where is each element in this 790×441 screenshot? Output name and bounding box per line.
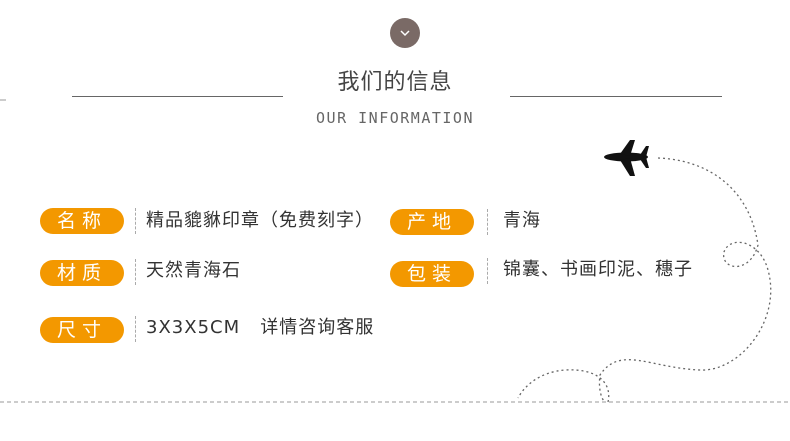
value-material: 天然青海石 (146, 260, 241, 281)
separator (487, 209, 488, 235)
separator (135, 316, 136, 342)
label-name: 名称 (40, 208, 124, 234)
scroll-down-button[interactable] (390, 18, 420, 48)
section-subtitle: OUR INFORMATION (316, 109, 474, 127)
divider-right (510, 96, 722, 97)
value-name: 精品貔貅印章（免费刻字） (146, 210, 374, 231)
label-size: 尺寸 (40, 317, 124, 343)
divider-left (72, 96, 283, 97)
value-origin: 青海 (503, 210, 541, 231)
section-title: 我们的信息 (337, 70, 453, 95)
separator (135, 259, 136, 285)
separator (487, 258, 488, 284)
label-origin: 产地 (390, 209, 474, 235)
label-package: 包装 (390, 261, 474, 287)
separator (135, 208, 136, 234)
value-package: 锦囊、书画印泥、穗子 (503, 259, 693, 280)
value-size: 3X3X5CM 详情咨询客服 (146, 317, 375, 338)
chevron-down-icon (400, 30, 410, 37)
airplane-icon (604, 140, 649, 176)
dotted-flight-path (517, 157, 772, 403)
label-material: 材质 (40, 260, 124, 286)
